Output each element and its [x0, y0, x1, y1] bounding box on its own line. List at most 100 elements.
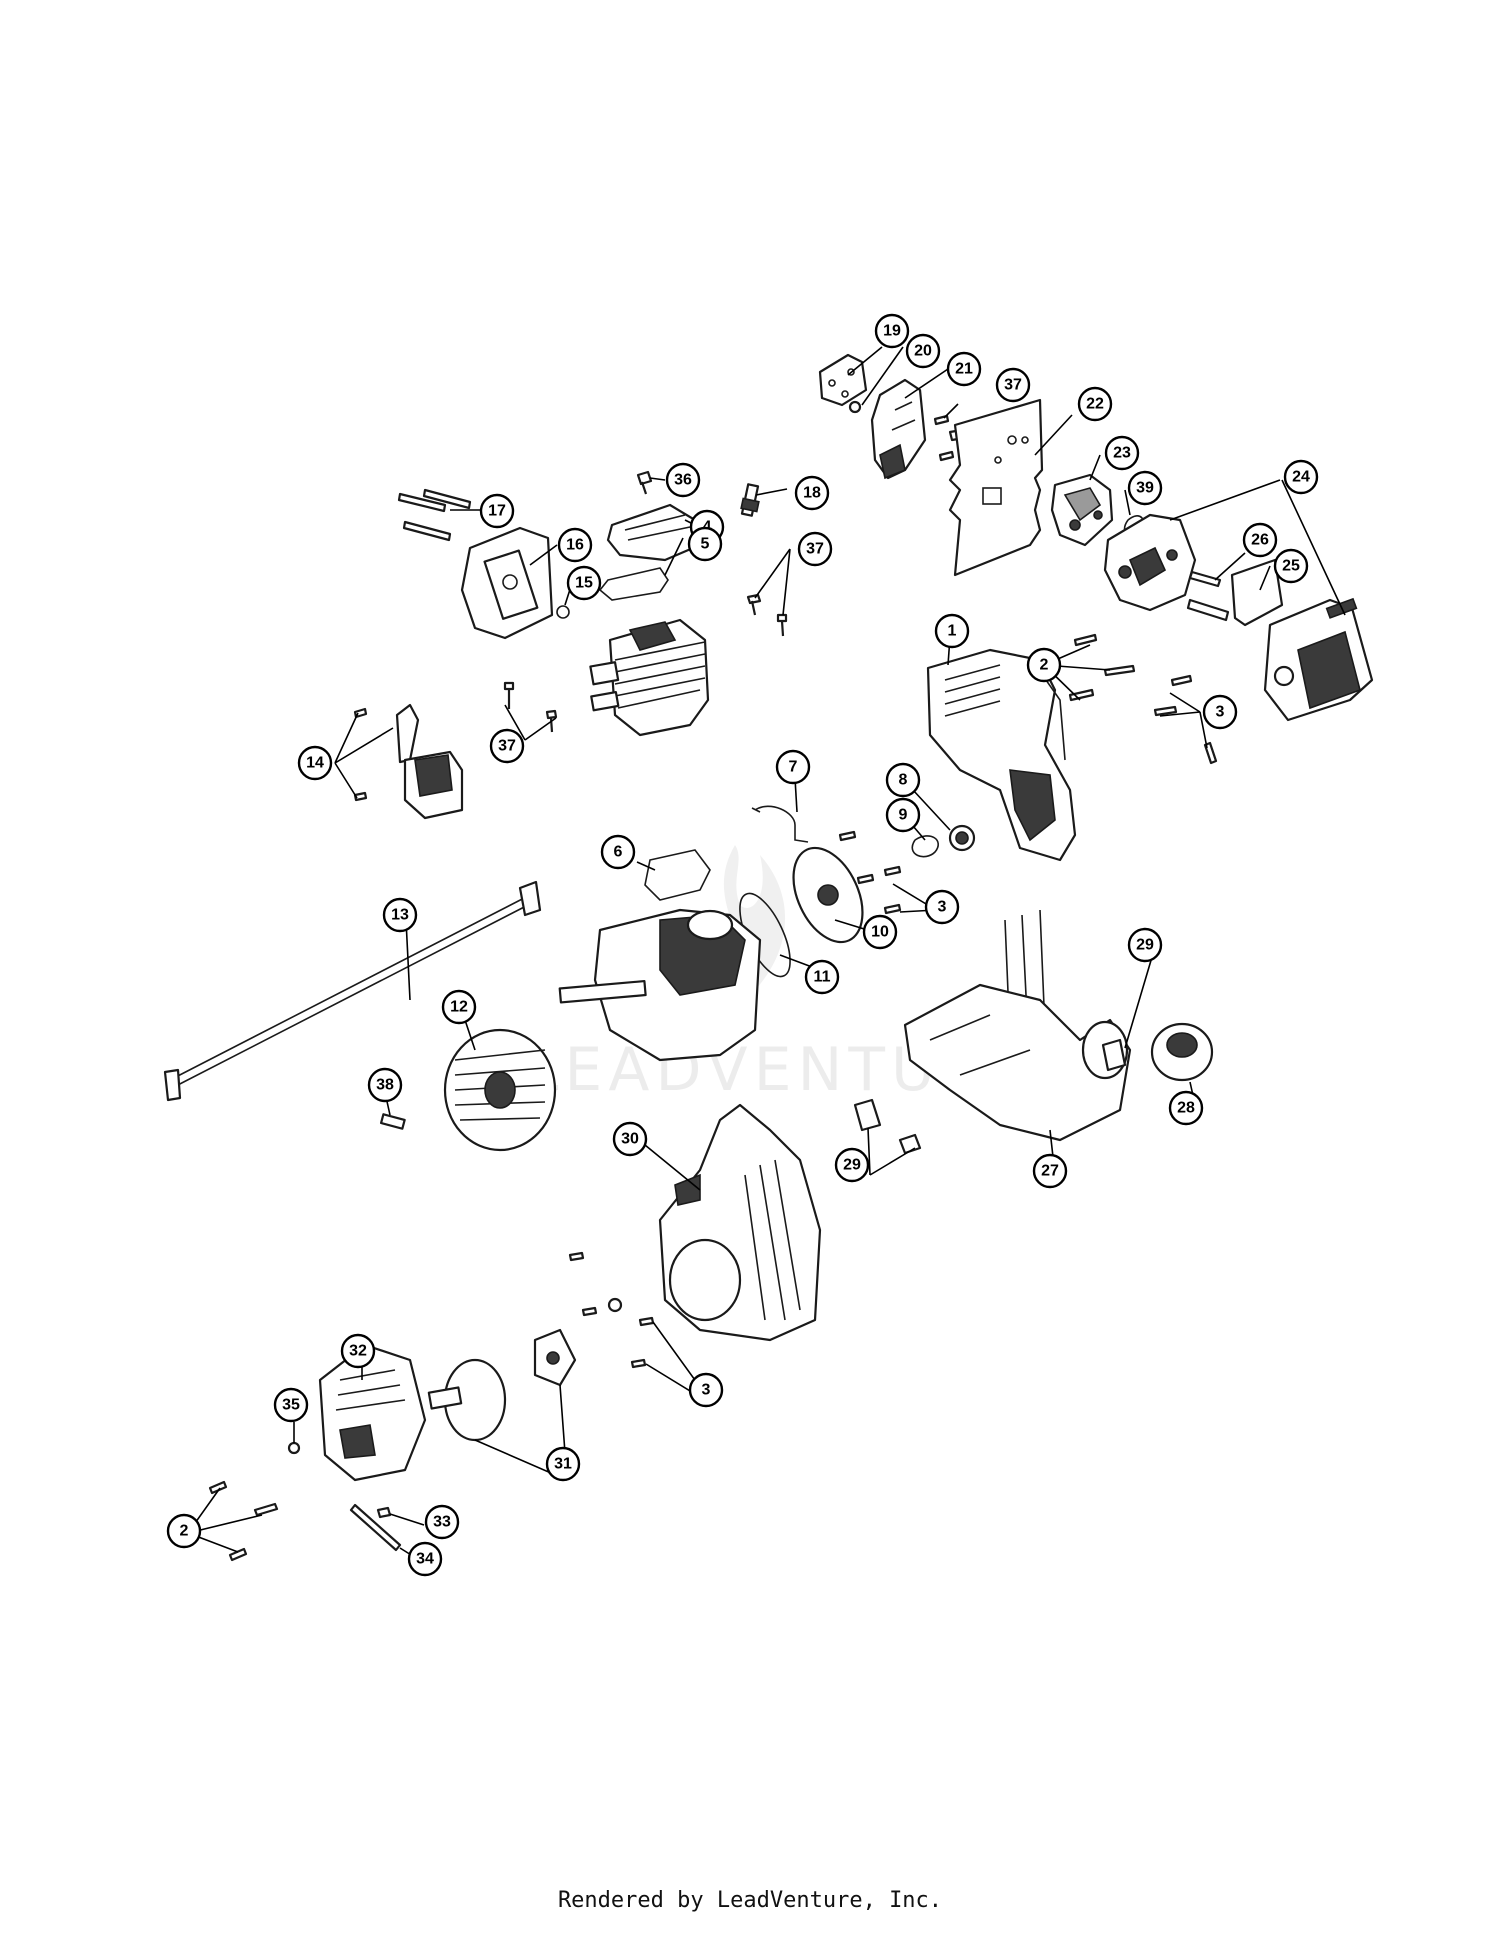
callout-31: 31 — [545, 1446, 581, 1482]
svg-text:8: 8 — [899, 772, 908, 789]
callout-37: 37 — [489, 728, 525, 764]
part-21-spacer — [870, 378, 927, 480]
callout-26: 26 — [1242, 522, 1278, 558]
callout-18: 18 — [794, 475, 830, 511]
callout-33: 33 — [424, 1504, 460, 1540]
callout-25: 25 — [1273, 548, 1309, 584]
footer-credit: Rendered by LeadVenture, Inc. — [557, 1888, 943, 1913]
part-24-cover — [1263, 597, 1374, 722]
svg-text:28: 28 — [1177, 1100, 1195, 1117]
part-cylinder — [589, 618, 710, 737]
svg-text:32: 32 — [349, 1343, 367, 1360]
svg-text:3: 3 — [702, 1382, 711, 1399]
part-starter-fasteners — [568, 1251, 655, 1369]
svg-text:10: 10 — [871, 924, 889, 941]
callout-15: 15 — [566, 565, 602, 601]
svg-text:5: 5 — [701, 536, 710, 553]
part-18-sparkplug — [740, 483, 760, 517]
leader-lines — [187, 346, 1346, 1564]
callouts: 19 20 21 37 22 36 18 17 4 16 23 39 24 5 … — [166, 313, 1319, 1577]
callout-16: 16 — [557, 527, 593, 563]
svg-text:23: 23 — [1113, 445, 1131, 462]
part-6-gasket — [644, 849, 711, 901]
part-37-screws-top — [933, 414, 960, 462]
svg-text:20: 20 — [914, 343, 932, 360]
callout-3: 3 — [688, 1372, 724, 1408]
part-4-valvecover — [606, 503, 702, 562]
svg-text:12: 12 — [450, 999, 468, 1016]
callout-5: 5 — [687, 526, 723, 562]
part-20-nut — [848, 400, 862, 414]
part-38-pin — [379, 1113, 406, 1130]
svg-text:29: 29 — [1136, 937, 1154, 954]
part-17-bolts — [397, 488, 472, 542]
svg-text:34: 34 — [416, 1551, 434, 1568]
part-34-rod — [349, 1503, 402, 1552]
part-5-gasket — [598, 567, 669, 601]
callout-36: 36 — [665, 462, 701, 498]
callout-38: 38 — [367, 1067, 403, 1103]
svg-text:36: 36 — [674, 472, 692, 489]
part-7-fuelline — [751, 805, 809, 843]
svg-text:31: 31 — [554, 1456, 572, 1473]
part-24-airfilter-base — [1103, 513, 1197, 612]
svg-text:13: 13 — [391, 907, 409, 924]
part-35-nut — [287, 1441, 301, 1455]
svg-text:29: 29 — [843, 1157, 861, 1174]
callout-1: 1 — [934, 613, 970, 649]
svg-text:3: 3 — [1216, 704, 1225, 721]
svg-text:25: 25 — [1282, 558, 1300, 575]
callout-29: 29 — [1127, 927, 1163, 963]
parts — [163, 353, 1374, 1562]
part-13-cable — [163, 880, 542, 1102]
callout-30: 30 — [612, 1121, 648, 1157]
svg-text:3: 3 — [938, 899, 947, 916]
callout-19: 19 — [874, 313, 910, 349]
part-33-screw — [376, 1506, 392, 1519]
callout-7: 7 — [775, 749, 811, 785]
svg-text:37: 37 — [806, 541, 824, 558]
svg-text:24: 24 — [1292, 469, 1310, 486]
callout-14: 14 — [297, 745, 333, 781]
part-25-filter — [1230, 558, 1284, 627]
callout-37: 37 — [995, 367, 1031, 403]
callout-17: 17 — [479, 493, 515, 529]
callout-3: 3 — [1202, 694, 1238, 730]
callout-27: 27 — [1032, 1153, 1068, 1189]
svg-text:35: 35 — [282, 1397, 300, 1414]
callout-23: 23 — [1104, 435, 1140, 471]
part-1-housing — [926, 648, 1077, 862]
part-3-screws-right — [1153, 674, 1218, 765]
part-19-gasket — [818, 353, 868, 407]
svg-text:7: 7 — [789, 759, 798, 776]
part-23-carburetor — [1050, 473, 1114, 547]
svg-text:30: 30 — [621, 1131, 639, 1148]
callout-12: 12 — [441, 989, 477, 1025]
svg-text:27: 27 — [1041, 1163, 1059, 1180]
part-22-gasket — [948, 398, 1044, 577]
svg-text:14: 14 — [306, 755, 324, 772]
svg-text:2: 2 — [1040, 657, 1049, 674]
part-2-screws-left — [208, 1480, 279, 1562]
svg-text:2: 2 — [180, 1523, 189, 1540]
part-31-clutch — [427, 1328, 577, 1442]
part-26-screws — [1186, 570, 1230, 622]
part-27-housing — [903, 909, 1132, 1142]
callout-11: 11 — [804, 959, 840, 995]
callout-24: 24 — [1283, 459, 1319, 495]
part-28-fuelcap — [1150, 1022, 1214, 1082]
callout-22: 22 — [1077, 386, 1113, 422]
svg-text:15: 15 — [575, 575, 593, 592]
part-9-oring — [911, 835, 939, 858]
callout-13: 13 — [382, 897, 418, 933]
svg-text:9: 9 — [899, 807, 908, 824]
callout-20: 20 — [905, 333, 941, 369]
callout-32: 32 — [340, 1333, 376, 1369]
part-crankcase — [558, 908, 762, 1062]
callout-29: 29 — [834, 1147, 870, 1183]
part-29-clip-b — [853, 1098, 882, 1132]
svg-text:6: 6 — [614, 844, 623, 861]
callout-34: 34 — [407, 1541, 443, 1577]
svg-text:16: 16 — [566, 537, 584, 554]
